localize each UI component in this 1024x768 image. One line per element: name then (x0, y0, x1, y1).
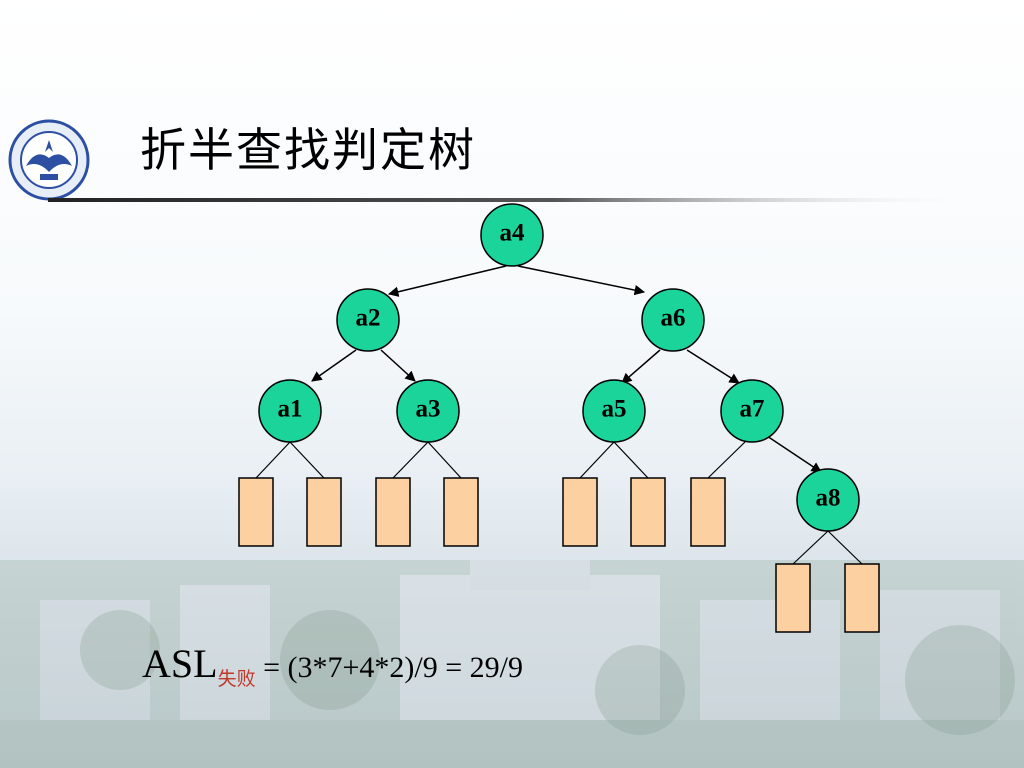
edge-a6-a7 (686, 349, 740, 384)
failure-leaf (375, 477, 411, 547)
node-label-a5: a5 (602, 396, 627, 423)
node-label-a8: a8 (816, 485, 841, 512)
node-label-a4: a4 (500, 220, 526, 247)
asl-expression: = (3*7+4*2)/9 = 29/9 (255, 651, 524, 684)
node-a7 (720, 379, 784, 443)
node-label-a3: a3 (416, 396, 441, 423)
asl-subscript: 失败 (217, 668, 256, 690)
asl-formula: ASL失败 = (3*7+4*2)/9 = 29/9 (142, 640, 524, 690)
failure-leaf (630, 477, 666, 547)
leaf-edges (255, 441, 863, 565)
edge-a2-a1 (311, 349, 357, 382)
node-a8 (796, 468, 860, 532)
failure-leaf (690, 477, 726, 547)
tree-edges (311, 265, 822, 473)
node-a5 (582, 379, 646, 443)
node-a2 (336, 288, 400, 352)
node-a3 (396, 379, 460, 443)
edge-a4-a6 (517, 265, 646, 296)
edge-a2-a3 (380, 349, 416, 382)
edge-a4-a2 (387, 265, 507, 297)
title-underline (48, 198, 972, 202)
failure-leaf (443, 477, 479, 547)
failure-leaf (844, 563, 880, 633)
tree-nodes (258, 203, 860, 532)
node-a1 (258, 379, 322, 443)
node-label-a2: a2 (356, 305, 381, 332)
edge-a7-a8 (766, 435, 822, 473)
failure-leaf (306, 477, 342, 547)
node-label-a7: a7 (740, 396, 765, 423)
node-label-a6: a6 (661, 305, 686, 332)
slide-title: 折半查找判定树 (140, 123, 476, 177)
failure-leaves (238, 477, 880, 633)
failure-leaf (238, 477, 274, 547)
edge-a6-a5 (621, 349, 661, 384)
failure-leaf (775, 563, 811, 633)
failure-leaf (562, 477, 598, 547)
node-a6 (641, 288, 705, 352)
node-a4 (480, 203, 544, 267)
asl-label: ASL (142, 641, 218, 686)
node-label-a1: a1 (278, 396, 303, 423)
